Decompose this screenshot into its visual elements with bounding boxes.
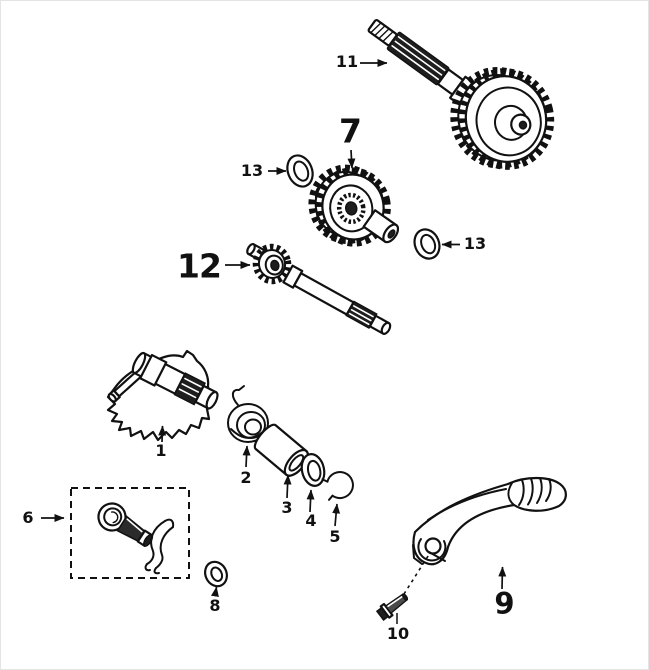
callout-arrows <box>41 59 507 598</box>
callout-13-right: 13 <box>463 234 487 253</box>
part-5-circlip <box>321 471 354 501</box>
callout-4: 4 <box>305 511 317 530</box>
part-8-seal-ring <box>204 560 228 588</box>
part-1-kick-starter-spindle <box>106 349 219 442</box>
arrow-8 <box>210 586 219 598</box>
arrow-5 <box>332 503 341 527</box>
callout-11: 11 <box>335 52 359 71</box>
part-7-idler-gear <box>308 164 400 247</box>
part-9-kick-lever <box>412 476 567 566</box>
spindle-shaft <box>131 351 219 410</box>
arrow-9 <box>498 566 507 590</box>
part-12-drive-shaft <box>246 242 392 335</box>
ratchet-spring-clip <box>144 518 175 575</box>
part-4-washer <box>300 453 326 487</box>
part-6-ratchet-kit-box <box>70 487 190 579</box>
callout-7: 7 <box>339 111 362 151</box>
part-11-output-shaft-gear <box>367 19 555 170</box>
arrow-7 <box>347 149 356 169</box>
callout-12: 12 <box>177 246 222 286</box>
arrow-1 <box>158 425 167 443</box>
callout-1: 1 <box>155 441 167 460</box>
dashed-kit-outline <box>70 487 190 579</box>
callout-3: 3 <box>281 498 293 517</box>
starter-ratchet <box>97 502 154 547</box>
callout-6: 6 <box>22 508 34 527</box>
callout-8: 8 <box>209 596 221 615</box>
callout-2: 2 <box>240 468 252 487</box>
callout-5: 5 <box>329 527 341 546</box>
callout-10: 10 <box>386 624 410 643</box>
callout-9: 9 <box>494 586 514 621</box>
large-gear <box>450 66 555 170</box>
part-10-lever-bolt <box>375 552 431 624</box>
arrow-4 <box>306 489 315 513</box>
lever-bolt-hole <box>424 537 442 555</box>
arrow-3 <box>283 474 292 499</box>
part-13-washer-left <box>286 154 314 188</box>
arrow-2 <box>242 445 251 468</box>
callout-13-left: 13 <box>240 161 264 180</box>
assembly-dashed-line <box>403 552 431 595</box>
gear-hub <box>362 209 400 244</box>
part-13-washer-right <box>413 228 441 260</box>
